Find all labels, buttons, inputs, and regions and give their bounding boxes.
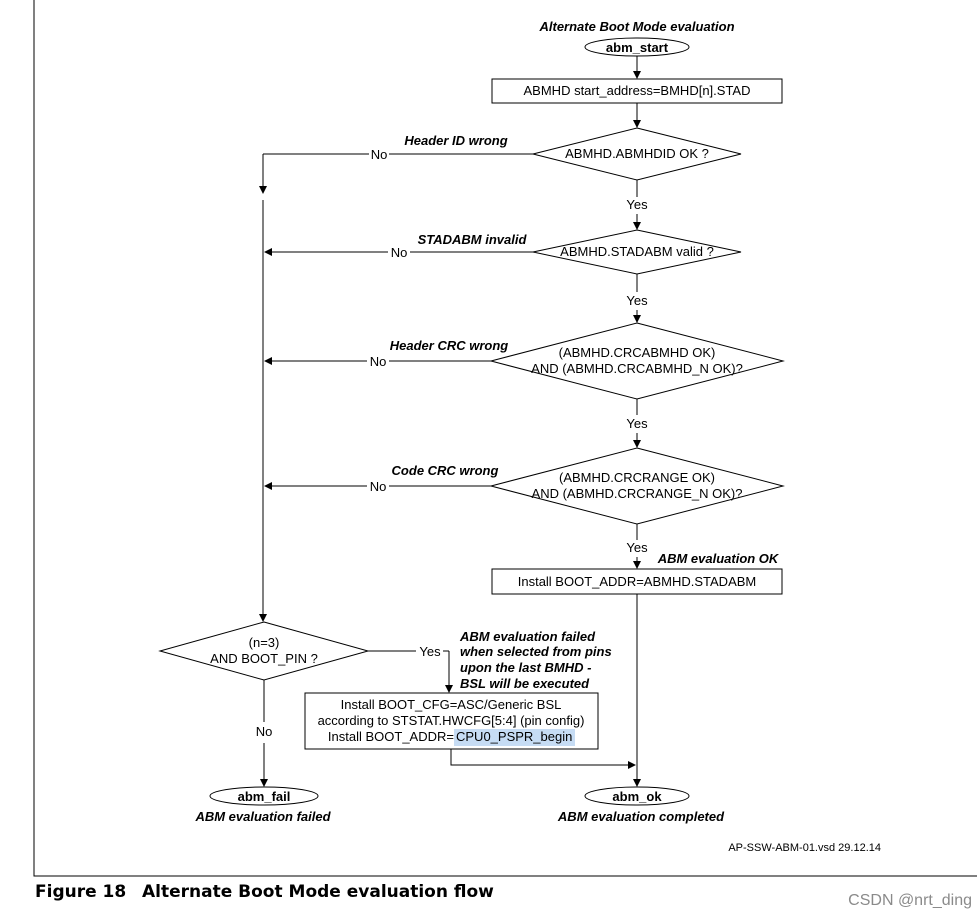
fail-terminal [209, 786, 319, 806]
fail-caption: ABM evaluation failed [194, 809, 331, 824]
fail-label-header-crc: Header CRC wrong [390, 338, 509, 353]
step-install-boot-addr-text: Install BOOT_ADDR=ABMHD.STADABM [518, 574, 757, 589]
figure-frame [33, 0, 977, 877]
decision-code-crc-line2: AND (ABMHD.CRCRANGE_N OK)? [532, 486, 743, 501]
bsl-note-line: ABM evaluation failed [459, 629, 596, 644]
no-label: No [370, 354, 387, 369]
no-label: No [256, 724, 273, 739]
decision-code-crc-line1: (ABMHD.CRCRANGE OK) [559, 470, 715, 485]
no-label: No [391, 245, 408, 260]
decision-stadabm-text: ABMHD.STADABM valid ? [560, 244, 714, 259]
connector [450, 749, 636, 769]
figure-number: Figure 18 [35, 882, 126, 902]
figure-title: Alternate Boot Mode evaluation flow [142, 882, 494, 902]
bsl-note-line: when selected from pins [460, 644, 612, 659]
decision-boot-pin-line2: AND BOOT_PIN ? [210, 651, 318, 666]
step-install-boot-addr [491, 568, 783, 595]
step-install-bsl-line2: according to STSTAT.HWCFG[5:4] (pin conf… [318, 713, 585, 728]
fail-label-header-id: Header ID wrong [404, 133, 507, 148]
start-terminal-label: abm_start [606, 40, 669, 55]
decision-header-id-text: ABMHD.ABMHDID OK ? [565, 146, 709, 161]
bsl-note-line: upon the last BMHD - [460, 660, 591, 675]
yes-label: Yes [626, 293, 648, 308]
decision-boot-pin-line1: (n=3) [249, 635, 280, 650]
decision-header-crc-line1: (ABMHD.CRCABMHD OK) [559, 345, 716, 360]
text-highlight [454, 729, 575, 746]
fail-terminal-label: abm_fail [238, 789, 291, 804]
ok-caption: ABM evaluation completed [557, 809, 725, 824]
step-set-address [491, 78, 783, 104]
yes-label: Yes [626, 416, 648, 431]
step-install-bsl-line1: Install BOOT_CFG=ASC/Generic BSL [341, 697, 562, 712]
bsl-note-line: BSL will be executed [460, 676, 590, 691]
step-set-address-text: ABMHD start_address=BMHD[n].STAD [524, 83, 751, 98]
fail-label-code-crc: Code CRC wrong [392, 463, 499, 478]
yes-label: Yes [419, 644, 441, 659]
ok-terminal [584, 786, 690, 806]
yes-label: Yes [626, 197, 648, 212]
fail-label-stadabm: STADABM invalid [418, 232, 528, 247]
step-install-bsl-line3-prefix: Install BOOT_ADDR= [328, 729, 454, 744]
yes-label: Yes [626, 540, 648, 555]
no-label: No [370, 479, 387, 494]
step-install-bsl-line3-highlight: CPU0_PSPR_begin [456, 729, 572, 744]
no-label: No [371, 147, 388, 162]
ok-label: ABM evaluation OK [657, 551, 780, 566]
diagram-title: Alternate Boot Mode evaluation [538, 19, 734, 34]
ok-terminal-label: abm_ok [612, 789, 662, 804]
decision-header-crc-line2: AND (ABMHD.CRCABMHD_N OK)? [531, 361, 743, 376]
watermark: CSDN @nrt_ding [848, 892, 972, 909]
doc-reference: AP-SSW-ABM-01.vsd 29.12.14 [728, 842, 881, 854]
